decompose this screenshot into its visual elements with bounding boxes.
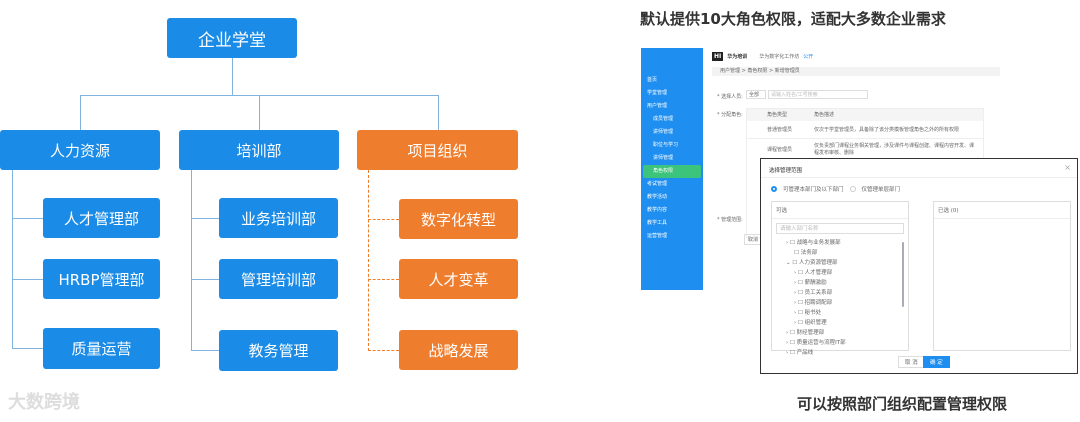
connector xyxy=(438,95,439,130)
org-node: HRBP管理部 xyxy=(43,259,160,299)
close-icon[interactable]: × xyxy=(1064,163,1071,172)
tree-item[interactable]: › ☐ 财经管理部 xyxy=(786,330,825,336)
label: * 选择人员: xyxy=(717,94,743,100)
connector xyxy=(191,218,219,219)
tree-item[interactable]: › ☐ 人才管理部 xyxy=(794,270,833,276)
sidebar-item[interactable]: 首页 xyxy=(647,77,658,83)
tree-item[interactable]: › ☐ 战略与业务发展部 xyxy=(786,240,841,246)
sidebar-item[interactable]: 用户管理 xyxy=(647,103,668,109)
connector xyxy=(12,348,43,349)
available-panel: 可选 请输入部门名称 › ☐ 战略与业务发展部 ☐ 法务部 ⌄ ☐ 人力资源管理… xyxy=(771,201,909,356)
right-caption: 可以按照部门组织配置管理权限 xyxy=(797,395,1008,413)
brand: 华为培训 xyxy=(727,54,748,60)
connector xyxy=(259,95,260,130)
select-scope-modal: 选择管理范围 × 可管理本部门及以下部门 仅管理单层部门 可选 请输入部门名称 … xyxy=(760,158,1078,374)
tree-item[interactable]: › ☐ 组织管理 xyxy=(794,320,827,326)
tree-item[interactable]: › ☐ 员工关系部 xyxy=(794,290,833,296)
sidebar-item[interactable]: 讲师管理 xyxy=(653,129,674,135)
col-header: 角色描述 xyxy=(814,112,835,118)
sidebar-item[interactable]: 教学内容 xyxy=(647,207,668,213)
org-node: 管理培训部 xyxy=(219,259,338,299)
tree-item[interactable]: ⌄ ☐ 人力资源管理部 xyxy=(786,260,838,266)
sidebar-item[interactable]: 学堂管理 xyxy=(647,90,668,96)
panel-header: 已选 (0) xyxy=(934,202,1070,219)
confirm-button[interactable]: 确 定 xyxy=(923,356,950,368)
cell: 普通管理员 xyxy=(767,127,793,133)
watermark-logo: 大数跨境 xyxy=(8,392,80,413)
sidebar-item[interactable]: 讲师管理 xyxy=(653,155,674,161)
radio-unchecked[interactable] xyxy=(849,186,856,192)
dept-tree: › ☐ 战略与业务发展部 ☐ 法务部 ⌄ ☐ 人力资源管理部 › ☐ 人才管理部… xyxy=(772,238,908,358)
tree-item[interactable]: › ☐ 质量运营与流程IT部 xyxy=(786,340,846,346)
tag: 公开 xyxy=(803,54,814,60)
connector xyxy=(12,218,43,219)
dashed-connector xyxy=(368,219,399,220)
sidebar-item-active[interactable]: 角色权限 xyxy=(643,165,701,178)
dashed-connector xyxy=(368,170,369,351)
label: * 分配角色: xyxy=(717,112,743,118)
workspace[interactable]: 华为数字化工作坊 xyxy=(759,54,800,60)
org-node: 教务管理 xyxy=(219,330,338,371)
org-node: 人才管理部 xyxy=(43,198,160,238)
connector xyxy=(191,170,192,351)
radio-checked[interactable] xyxy=(771,186,777,192)
tree-item[interactable]: ☐ 法务部 xyxy=(794,250,818,256)
sidebar-item[interactable]: 教学工具 xyxy=(647,220,668,226)
panel-header: 可选 xyxy=(772,202,908,219)
cell: 课程管理员 xyxy=(767,146,793,153)
tree-item[interactable]: › ☐ 秘书处 xyxy=(794,310,822,316)
role-table: 角色类型 角色描述 普通管理员 仅次于学堂管理员，具备除了该分类模板管理角色之外的所… xyxy=(746,108,984,238)
selected-panel: 已选 (0) xyxy=(933,201,1071,351)
org-branch-project: 项目组织 xyxy=(357,130,518,170)
connector xyxy=(232,58,233,95)
connector xyxy=(191,350,219,351)
sidebar-item[interactable]: 职位与学习 xyxy=(653,142,679,148)
connector xyxy=(80,95,81,130)
cell: 仅次于学堂管理员，具备除了该分类模板管理角色之外的所有权限 xyxy=(814,127,960,133)
modal-title: 选择管理范围 xyxy=(769,168,803,174)
tree-item[interactable]: › ☐ 产品线 xyxy=(786,350,814,356)
sidebar-item[interactable]: 运营管理 xyxy=(647,233,668,239)
connector xyxy=(12,279,43,280)
radio-label: 仅管理单层部门 xyxy=(861,187,901,193)
dept-search[interactable]: 请输入部门名称 xyxy=(776,223,904,234)
sidebar-item[interactable]: 考试管理 xyxy=(647,181,668,187)
org-branch-training: 培训部 xyxy=(179,130,339,170)
sidebar-item[interactable]: 教学活动 xyxy=(647,194,668,200)
cell: 仅负责部门课程业务相关管理，涉及课件与课程创建、课程内容开发、课程发布审核、删除 xyxy=(814,143,975,156)
org-node: 战略发展 xyxy=(399,330,518,370)
sidebar-item[interactable]: 成员管理 xyxy=(653,116,674,122)
connector xyxy=(191,279,219,280)
dashed-connector xyxy=(368,279,399,280)
logo: HI xyxy=(712,52,724,61)
org-node: 数字化转型 xyxy=(399,199,518,239)
org-root: 企业学堂 xyxy=(167,18,297,58)
cancel-button[interactable]: 取 消 xyxy=(898,356,925,368)
col-header: 角色类型 xyxy=(767,112,788,118)
org-node: 人才变革 xyxy=(399,259,518,299)
sidebar: 首页 学堂管理 用户管理 成员管理 讲师管理 职位与学习 讲师管理 角色权限 考… xyxy=(641,48,703,290)
org-node: 业务培训部 xyxy=(219,198,338,238)
person-select[interactable]: 全部 xyxy=(746,90,766,99)
radio-label: 可管理本部门及以下部门 xyxy=(783,187,844,193)
label: * 管理范围: xyxy=(717,217,743,223)
scrollbar[interactable] xyxy=(902,242,904,307)
dashed-connector xyxy=(368,350,399,351)
org-node: 质量运营 xyxy=(43,328,160,369)
right-title: 默认提供10大角色权限，适配大多数企业需求 xyxy=(640,10,946,28)
connector xyxy=(12,170,13,349)
tree-item[interactable]: › ☐ 招聘调配部 xyxy=(794,300,833,306)
tree-item[interactable]: › ☐ 薪酬激励 xyxy=(794,280,827,286)
person-search[interactable]: 请输入姓名/工号搜索 xyxy=(768,90,868,99)
org-branch-hr: 人力资源 xyxy=(0,130,160,170)
breadcrumb: 用户管理 > 角色权限 > 新增管理员 xyxy=(712,67,1000,76)
